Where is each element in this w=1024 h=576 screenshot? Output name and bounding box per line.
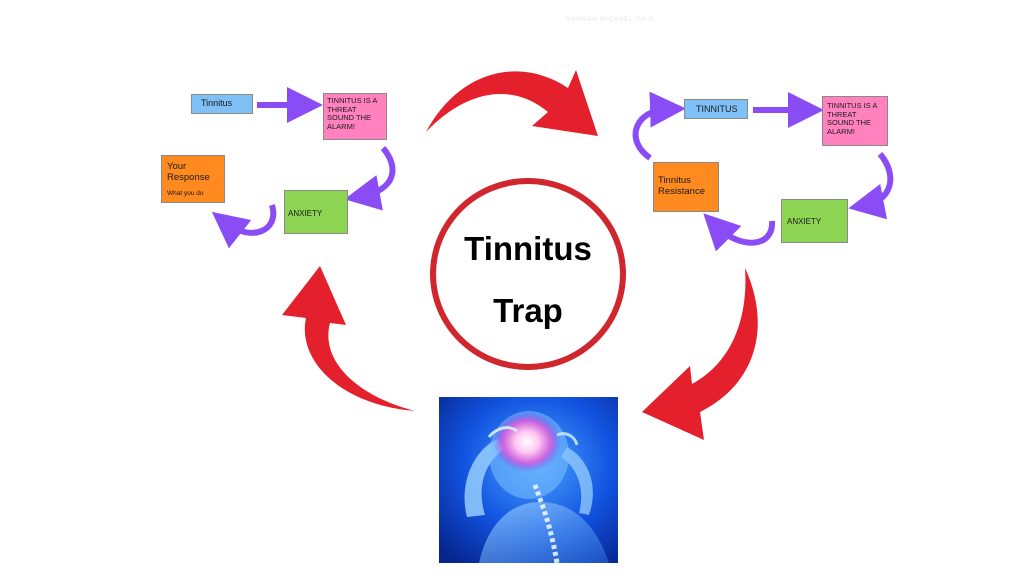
purple-arrow-threat-to-anxiety-icon — [848, 152, 894, 220]
left-threat-label: TINNITUS IS A THREAT SOUND THE ALARM! — [327, 96, 378, 131]
right-tinnitus-label: TINNITUS — [696, 104, 738, 114]
right-anxiety-box: ANXIETY — [781, 199, 848, 243]
purple-arrow-anxiety-to-response-icon — [211, 204, 277, 249]
right-anxiety-label: ANXIETY — [787, 217, 822, 226]
center-title-line1: Tinnitus — [464, 230, 592, 267]
left-threat-box: TINNITUS IS A THREAT SOUND THE ALARM! — [323, 93, 387, 140]
purple-arrow-threat-to-anxiety-icon — [344, 146, 396, 211]
right-tinnitus-box: TINNITUS — [684, 99, 748, 119]
purple-arrow-anxiety-to-resistance-icon — [703, 213, 776, 252]
tinnitus-resistance-label: Tinnitus Resistance — [658, 175, 705, 197]
left-tinnitus-box: Tinnitus — [191, 94, 253, 114]
purple-arrow-resistance-to-tinnitus-icon — [632, 91, 686, 161]
right-threat-label: TINNITUS IS A THREAT SOUND THE ALARM! — [827, 101, 878, 136]
right-threat-box: TINNITUS IS A THREAT SOUND THE ALARM! — [822, 96, 888, 146]
red-arrow-left-icon — [282, 266, 415, 411]
tinnitus-resistance-box: Tinnitus Resistance — [653, 162, 719, 212]
red-arrow-top-icon — [426, 70, 598, 136]
left-cycle-arrows — [211, 87, 396, 249]
your-response-subtitle: What you do — [167, 190, 204, 197]
headache-illustration — [439, 397, 618, 563]
red-arrow-right-icon — [642, 268, 758, 440]
left-tinnitus-label: Tinnitus — [201, 98, 233, 108]
your-response-title: Your Response — [167, 161, 210, 183]
left-anxiety-box: ANXIETY — [284, 190, 348, 234]
center-title-line2: Trap — [493, 292, 563, 329]
watermark-text: HANNAH MICHAEL PH.D. — [566, 17, 658, 23]
left-anxiety-label: ANXIETY — [288, 209, 323, 218]
tinnitus-trap-circle: Tinnitus Trap — [430, 178, 626, 370]
right-cycle-arrows — [632, 91, 894, 252]
your-response-box: Your Response What you do — [161, 155, 225, 203]
glowing-head-icon — [439, 397, 618, 563]
